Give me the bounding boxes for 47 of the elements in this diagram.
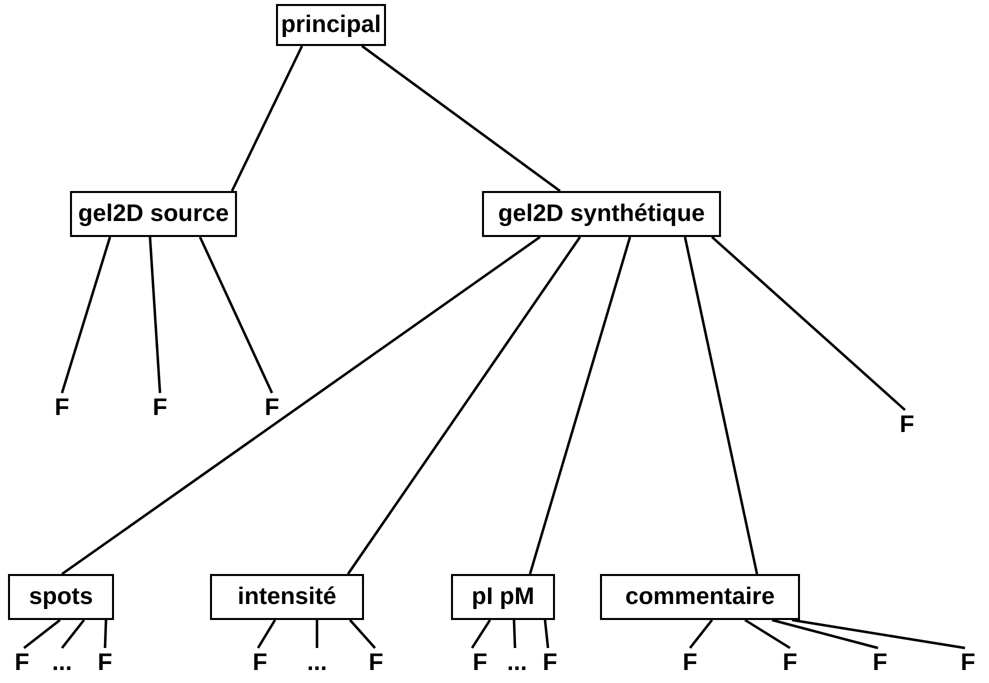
leaf-label: F — [98, 649, 112, 677]
connector-line — [772, 618, 878, 650]
connector-line — [316, 620, 318, 648]
connector-line — [61, 236, 541, 576]
connector-line — [148, 236, 162, 394]
connector-line — [349, 619, 376, 649]
leaf-label: F — [872, 649, 888, 677]
leaf-label: F — [54, 394, 70, 422]
connector-line — [256, 619, 276, 649]
connector-line — [684, 236, 758, 574]
connector-line — [792, 618, 966, 650]
connector-line — [544, 620, 550, 648]
connector-line — [470, 619, 492, 649]
tree-node-box: spots — [8, 574, 114, 620]
connector-line — [104, 620, 108, 648]
leaf-label: F — [472, 649, 488, 677]
tree-node-box: intensité — [210, 574, 364, 620]
leaf-label: F — [152, 394, 168, 422]
tree-node-box: pI pM — [451, 574, 555, 620]
leaf-label: F — [368, 649, 384, 677]
leaf-label: F — [14, 649, 30, 677]
leaf-label: ... — [306, 649, 327, 677]
leaf-label: F — [782, 649, 798, 677]
connector-line — [230, 45, 304, 192]
connector-line — [61, 619, 85, 649]
tree-node-box: principal — [276, 4, 386, 46]
leaf-label: ... — [506, 649, 527, 677]
tree-node-box: commentaire — [600, 574, 800, 620]
leaf-label: F — [682, 649, 698, 677]
leaf-label: ... — [52, 649, 72, 677]
leaf-label: F — [900, 411, 914, 439]
connector-line — [711, 236, 906, 411]
connector-line — [512, 620, 516, 648]
leaf-label: F — [542, 649, 558, 677]
connector-line — [361, 45, 561, 192]
leaf-label: F — [252, 649, 268, 677]
leaf-label: F — [960, 649, 976, 677]
connector-line — [60, 236, 112, 394]
leaf-label: F — [264, 394, 280, 422]
connector-line — [198, 236, 274, 394]
connector-line — [528, 236, 632, 574]
tree-node-box: gel2D source — [70, 191, 237, 237]
tree-node-box: gel2D synthétique — [482, 191, 721, 237]
connector-line — [744, 618, 791, 650]
connector-line — [689, 619, 713, 649]
connector-line — [346, 236, 582, 575]
connector-line — [23, 619, 61, 649]
